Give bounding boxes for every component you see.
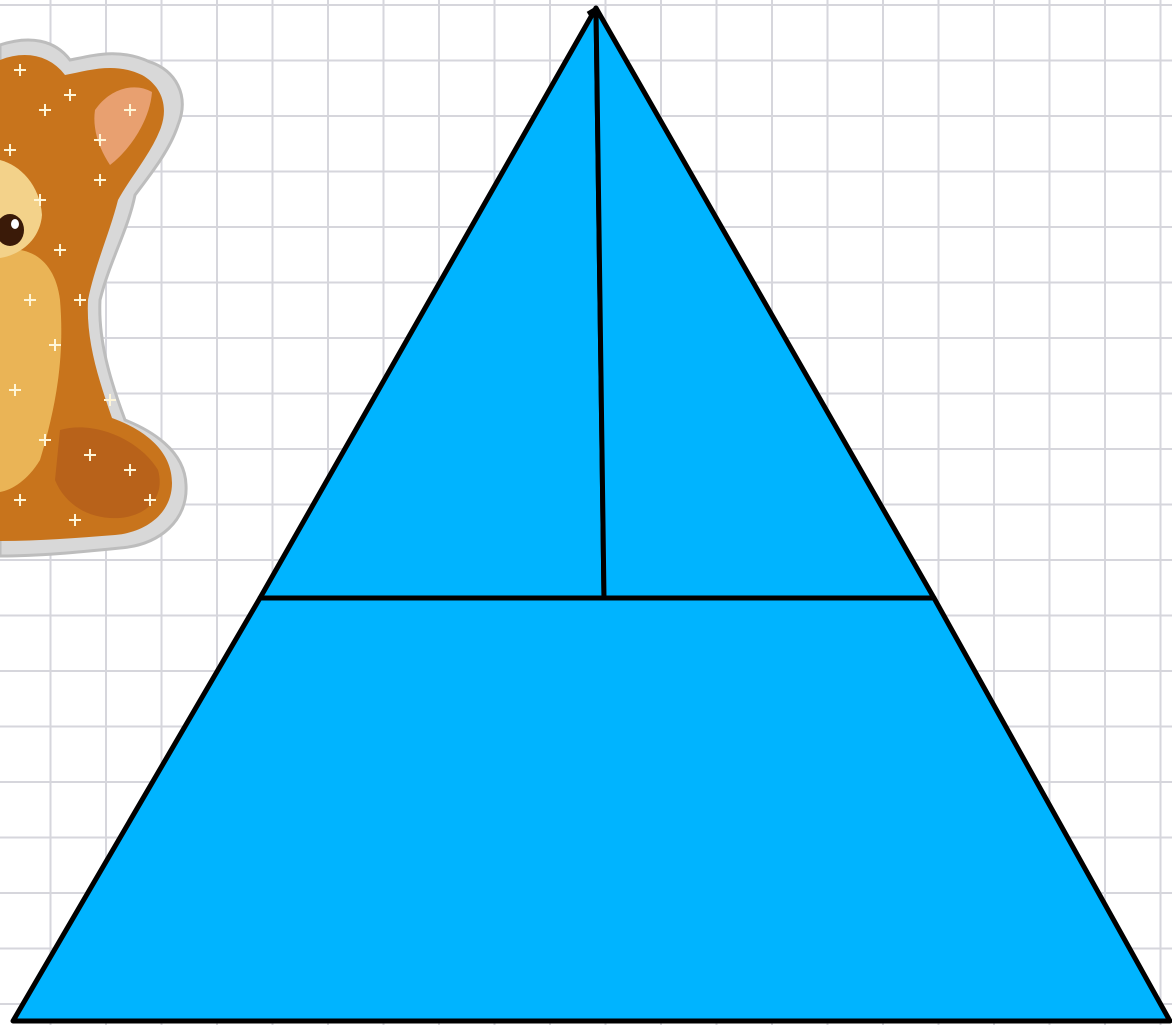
- sparkle: [14, 494, 26, 506]
- sparkle: [34, 194, 46, 206]
- sparkle: [24, 294, 36, 306]
- sparkle: [49, 339, 61, 351]
- sparkle: [144, 494, 156, 506]
- sparkle: [39, 104, 51, 116]
- divided-triangle: [10, 5, 1172, 1024]
- fawn-chest: [0, 249, 62, 492]
- sparkle: [124, 464, 136, 476]
- sparkle: [124, 104, 136, 116]
- sparkle: [94, 134, 106, 146]
- sparkle: [39, 434, 51, 446]
- sparkle: [69, 514, 81, 526]
- glitter-sparkles: [4, 64, 156, 526]
- triangle-top-left-part: [257, 5, 607, 601]
- fawn-eye-shine: [11, 219, 19, 229]
- sparkle: [74, 294, 86, 306]
- fawn-ear: [94, 87, 152, 165]
- fawn-sticker-icon: [0, 38, 188, 558]
- sparkle: [94, 174, 106, 186]
- sparkle: [9, 384, 21, 396]
- apex-tick: [586, 5, 600, 17]
- sparkle: [14, 64, 26, 76]
- sparkle: [64, 89, 76, 101]
- sparkle: [54, 244, 66, 256]
- sparkle: [104, 394, 116, 406]
- triangle-top-right-part: [593, 5, 937, 601]
- fawn-leg: [55, 427, 160, 519]
- sparkle: [84, 449, 96, 461]
- sparkle: [4, 144, 16, 156]
- triangle-base-trapezoid: [10, 595, 1172, 1024]
